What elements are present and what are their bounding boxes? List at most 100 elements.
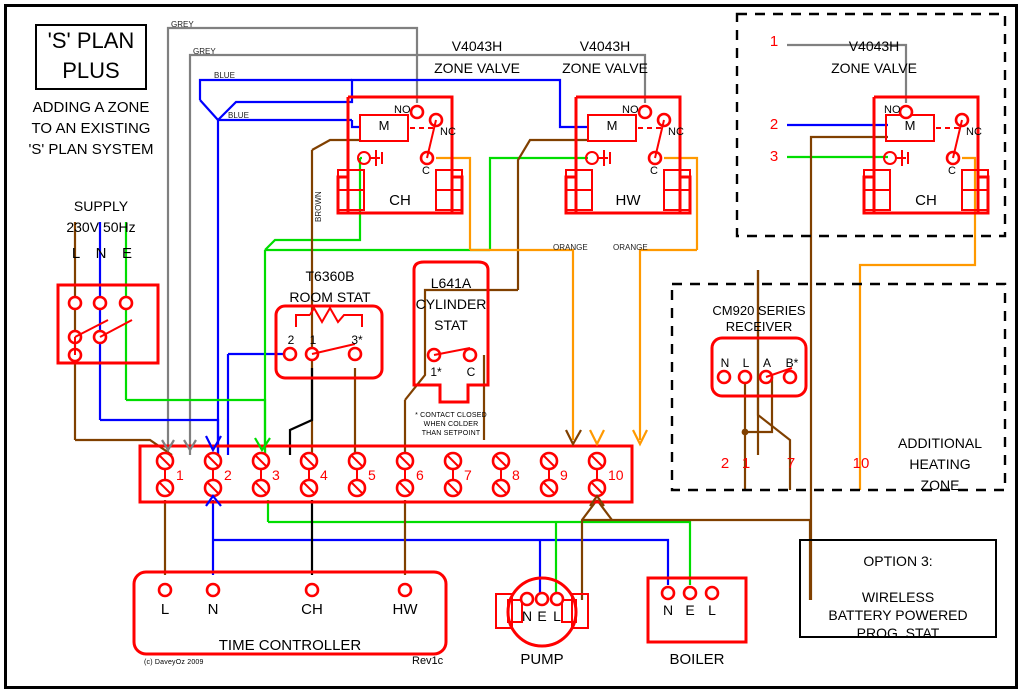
wire-black-roomstat-1 <box>288 368 314 575</box>
terminal-number-1: 1 <box>176 467 184 483</box>
option-box <box>799 539 997 638</box>
supply-terminal-E: E <box>121 245 133 262</box>
boiler-name: BOILER <box>669 651 725 668</box>
terminal-number-7: 7 <box>464 467 472 483</box>
wire-blue-valve-neutrals <box>198 78 562 455</box>
wire-grey-hw-no <box>188 53 647 455</box>
terminal-number-6: 6 <box>416 467 424 483</box>
extra-valve-c-label: C <box>948 165 956 177</box>
extra-valve-model: V4043H <box>848 38 900 54</box>
time-controller-terminal-L: L <box>160 601 170 618</box>
time-controller-terminal-HW: HW <box>392 601 418 618</box>
ch-valve-service: CH <box>389 192 411 209</box>
wire-label-brown-vertical: BROWN <box>314 191 323 222</box>
hw-valve-c-label: C <box>650 165 658 177</box>
room-stat-name: ROOM STAT <box>289 289 371 305</box>
room-stat-terminal-3: 3* <box>351 333 363 347</box>
title-line2: PLUS <box>62 58 120 83</box>
wire-label-orange-1: ORANGE <box>553 243 588 252</box>
supply-label-2: 230V 50Hz <box>66 219 136 235</box>
wire-grey-extra-no <box>787 43 908 103</box>
terminal-number-2: 2 <box>224 467 232 483</box>
supply-label-1: SUPPLY <box>73 198 129 214</box>
terminal-number-8: 8 <box>512 467 520 483</box>
wire-label-grey-2: GREY <box>193 47 216 56</box>
extra-valve-nc-label: NC <box>966 126 982 138</box>
cylinder-stat-device <box>412 260 490 404</box>
wire-label-blue-2: BLUE <box>228 111 249 120</box>
ch-valve-model: V4043H <box>451 38 503 54</box>
receiver-terminal-L: L <box>742 356 750 370</box>
pump-terminal-N: N <box>521 608 533 624</box>
wire-orange-hw-common <box>638 156 699 440</box>
extra-valve-type: ZONE VALVE <box>831 60 917 76</box>
wire-brown-extra-motor <box>809 135 888 600</box>
extra-valve-service: CH <box>915 192 937 209</box>
ch-zone-valve-device <box>336 95 464 215</box>
extra-valve-motor-label: M <box>904 118 916 133</box>
receiver-wire-num-10: 10 <box>852 455 870 472</box>
hw-valve-service: HW <box>615 192 641 209</box>
receiver-terminal-B: B* <box>785 356 799 370</box>
terminal-number-4: 4 <box>320 467 328 483</box>
option-line2: WIRELESS <box>861 589 935 605</box>
terminal-number-9: 9 <box>560 467 568 483</box>
title-box <box>35 24 147 90</box>
receiver-wire-num-2: 2 <box>720 455 730 472</box>
pump-name: PUMP <box>520 651 564 668</box>
room-stat-terminal-2: 2 <box>287 333 295 347</box>
option-line3: BATTERY POWERED <box>828 607 968 623</box>
wire-arrowheads <box>161 429 648 507</box>
boiler-terminal-E: E <box>685 602 695 618</box>
diagram-outer-frame <box>4 4 1018 689</box>
wire-blue-ch-motor <box>350 120 360 129</box>
wire-orange-extra-common <box>858 156 977 490</box>
revision-note: Rev1c <box>412 655 444 667</box>
receiver-wire-num-7: 7 <box>786 455 796 472</box>
wire-blue-hw-motor <box>558 103 588 129</box>
pump-terminal-E: E <box>537 608 547 624</box>
terminal-number-5: 5 <box>368 467 376 483</box>
additional-zone-valve-dashed-box <box>735 12 1007 238</box>
extra-valve-wire-num-2: 2 <box>769 116 779 133</box>
hw-valve-type: ZONE VALVE <box>562 60 648 76</box>
time-controller-terminal-N: N <box>207 601 219 618</box>
supply-terminal-N: N <box>95 245 107 262</box>
extra-valve-wire-num-1: 1 <box>769 33 779 50</box>
additional-zone-line3: ZONE <box>920 477 960 493</box>
receiver-name-2: RECEIVER <box>725 319 793 334</box>
junction-dot-receiver <box>741 428 749 436</box>
wire-label-blue-1: BLUE <box>214 71 235 80</box>
time-controller-device <box>132 570 448 656</box>
ch-valve-no-label: NO <box>394 104 411 116</box>
wire-green-valve-earths <box>263 156 588 455</box>
wire-grey-ch-no <box>166 26 419 455</box>
room-stat-device <box>274 304 384 380</box>
hw-valve-motor-label: M <box>606 118 618 133</box>
wire-green-lower-earth <box>266 500 692 595</box>
cylinder-stat-name-2: STAT <box>434 317 468 333</box>
wire-blue-lower-neutrals <box>211 500 670 595</box>
receiver-name-1: CM920 SERIES <box>712 303 806 318</box>
receiver-terminal-N: N <box>720 356 730 370</box>
title-sub1: ADDING A ZONE <box>32 99 150 116</box>
copyright-note: (c) DaveyOz 2009 <box>144 659 204 666</box>
wire-brown-lower-live <box>580 499 812 600</box>
wire-label-grey-1: GREY <box>171 20 194 29</box>
additional-zone-receiver-dashed-box <box>670 282 1007 492</box>
wire-orange-ch-common <box>436 156 575 440</box>
pump-terminal-L: L <box>553 608 561 624</box>
time-controller-name: TIME CONTROLLER <box>218 637 362 654</box>
ch-valve-nc-label: NC <box>440 126 456 138</box>
receiver-terminal-A: A <box>762 356 772 370</box>
hw-zone-valve-device <box>564 95 692 215</box>
title-sub3: 'S' PLAN SYSTEM <box>28 141 154 158</box>
hw-valve-no-label: NO <box>622 104 639 116</box>
cylinder-stat-model: L641A <box>430 275 472 291</box>
room-stat-model: T6360B <box>305 268 355 284</box>
ch-valve-motor-label: M <box>378 118 390 133</box>
wire-brown-receiver-b <box>756 270 792 490</box>
hw-valve-model: V4043H <box>579 38 631 54</box>
additional-zone-line2: HEATING <box>909 456 971 472</box>
